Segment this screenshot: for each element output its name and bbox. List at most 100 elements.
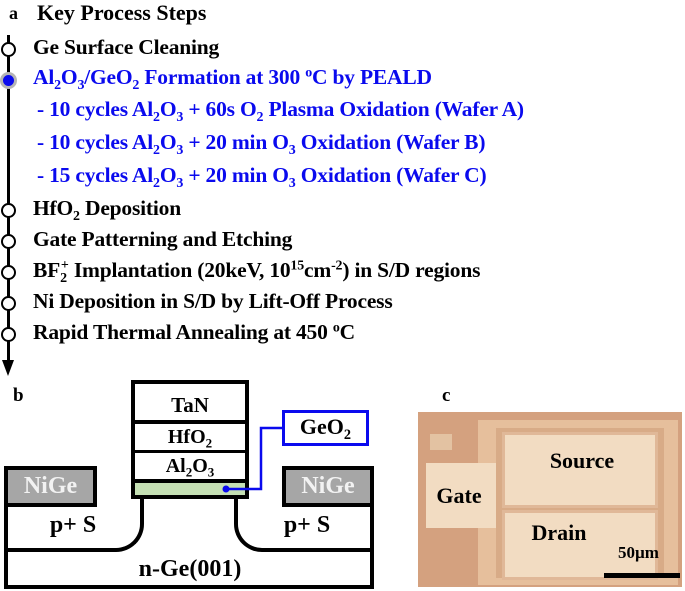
step-text: C by PEALD [312, 65, 432, 89]
step-hfo2-deposition: HfO2 Deposition [33, 196, 181, 224]
subscript: 3 [176, 175, 184, 191]
step-text: O [159, 163, 177, 187]
panel-a-label: a [9, 3, 18, 23]
source-label-right: p+ S [283, 512, 331, 538]
substep-wafer-a: - 10 cycles Al2O3 + 60s O2 Plasma Oxidat… [37, 97, 525, 125]
step-text: + 60s O [183, 97, 257, 121]
geo2-callout-box: GeO2 [282, 410, 369, 446]
step-text: O [159, 130, 177, 154]
alignment-mark [430, 434, 452, 450]
panel-b-label: b [13, 385, 24, 406]
subscript: 2 [205, 435, 213, 451]
subscript: 2 [132, 77, 140, 93]
geo2-interlayer [135, 483, 245, 495]
nige-contact-left: NiGe [4, 466, 97, 507]
layer-text: Al [165, 455, 186, 477]
step-ge-surface-cleaning: Ge Surface Cleaning [33, 35, 219, 60]
nige-label: NiGe [301, 473, 355, 499]
timeline-node-6 [1, 296, 16, 311]
timeline-arrow-icon [2, 360, 14, 376]
subscript: 3 [207, 464, 215, 480]
panel-a-title: Key Process Steps [37, 0, 207, 25]
timeline-line [7, 35, 10, 365]
source-pad [502, 432, 658, 508]
step-text: Oxidation (Wafer B) [295, 130, 486, 154]
step-text: Ni Deposition in S/D by Lift-Off Process [33, 289, 393, 313]
step-text: Plasma Oxidation (Wafer A) [263, 97, 525, 121]
subscript: 2 [60, 270, 67, 286]
step-text: C [339, 320, 356, 344]
subscript: 2 [185, 464, 193, 480]
subscript: 2 [54, 77, 61, 93]
source-label-left: p+ S [49, 512, 97, 538]
superscript: o [332, 320, 340, 336]
step-text: Implantation (20keV, 10 [68, 258, 291, 282]
step-text: Deposition [79, 196, 181, 220]
subscript: 2 [343, 427, 352, 443]
superscript: o [305, 65, 312, 81]
subscript: 3 [176, 109, 184, 125]
timeline-node-1 [1, 42, 16, 57]
step-text: cm [304, 258, 332, 282]
subscript: 3 [176, 142, 184, 158]
hfo2-al2o3-divider [131, 450, 249, 453]
substep-wafer-c: - 15 cycles Al2O3 + 20 min O3 Oxidation … [37, 163, 487, 191]
al2o3-layer-label: Al2O3 [135, 455, 245, 480]
substrate-label: n-Ge(001) [138, 556, 242, 582]
timeline-node-5 [1, 265, 16, 280]
step-text: + 20 min O [183, 163, 289, 187]
step-text: + 20 min O [183, 130, 289, 154]
gate-pad [426, 463, 496, 528]
layer-text: O [192, 455, 208, 477]
subscript: 2 [153, 109, 160, 125]
step-text: - 10 cycles Al [37, 130, 154, 154]
step-text: Ge Surface Cleaning [33, 35, 220, 59]
step-ni-deposition: Ni Deposition in S/D by Lift-Off Process [33, 289, 393, 314]
step-rapid-thermal-annealing: Rapid Thermal Annealing at 450 oC [33, 320, 355, 345]
tan-layer-label: TaN [171, 393, 209, 417]
subscript: 3 [288, 142, 296, 158]
superscript: + [60, 258, 69, 274]
al2o3-geo2-divider [131, 479, 249, 483]
step-al2o3-geo2-formation: Al2O3/GeO2 Formation at 300 oC by PEALD [33, 65, 432, 93]
step-text: Rapid Thermal Annealing at 450 [33, 320, 333, 344]
subscript: 2 [73, 208, 80, 224]
nige-contact-right: NiGe [282, 466, 374, 507]
step-text: - 15 cycles Al [37, 163, 154, 187]
layer-text: HfO [167, 426, 206, 448]
step-text: Oxidation (Wafer C) [295, 163, 487, 187]
step-text: Al [33, 65, 55, 89]
timeline-node-active [0, 72, 17, 89]
drain-pad-label: Drain [531, 520, 587, 545]
source-pad-label: Source [549, 448, 615, 473]
substrate-left-border [4, 466, 8, 589]
substep-wafer-b: - 10 cycles Al2O3 + 20 min O3 Oxidation … [37, 130, 486, 158]
callout-text: GeO [299, 414, 344, 439]
step-text: - 10 cycles Al [37, 97, 154, 121]
subscript: 2 [153, 175, 160, 191]
panel-c-label: c [442, 385, 451, 406]
device-micrograph: Source Drain Gate 50µm [418, 412, 682, 587]
timeline-node-3 [1, 203, 16, 218]
step-text: Formation at 300 [139, 65, 306, 89]
subscript: 3 [288, 175, 296, 191]
subscript: 3 [77, 77, 85, 93]
step-text: BF [33, 258, 61, 282]
step-text: ) in S/D regions [342, 258, 481, 282]
step-text: O [60, 65, 78, 89]
gate-pad-label: Gate [436, 483, 482, 508]
subscript: 2 [153, 142, 160, 158]
step-text: O [159, 97, 177, 121]
timeline-node-4 [1, 234, 16, 249]
step-gate-patterning: Gate Patterning and Etching [33, 227, 292, 252]
subscript: 2 [256, 109, 264, 125]
geo2-callout-label: GeO2 [285, 413, 366, 443]
tan-hfo2-divider [131, 420, 249, 424]
scale-bar [604, 573, 680, 578]
timeline-node-7 [1, 327, 16, 342]
superscript: 15 [290, 258, 304, 274]
nige-label: NiGe [23, 473, 78, 499]
step-text: HfO [33, 196, 74, 220]
step-text: Gate Patterning and Etching [33, 227, 293, 251]
